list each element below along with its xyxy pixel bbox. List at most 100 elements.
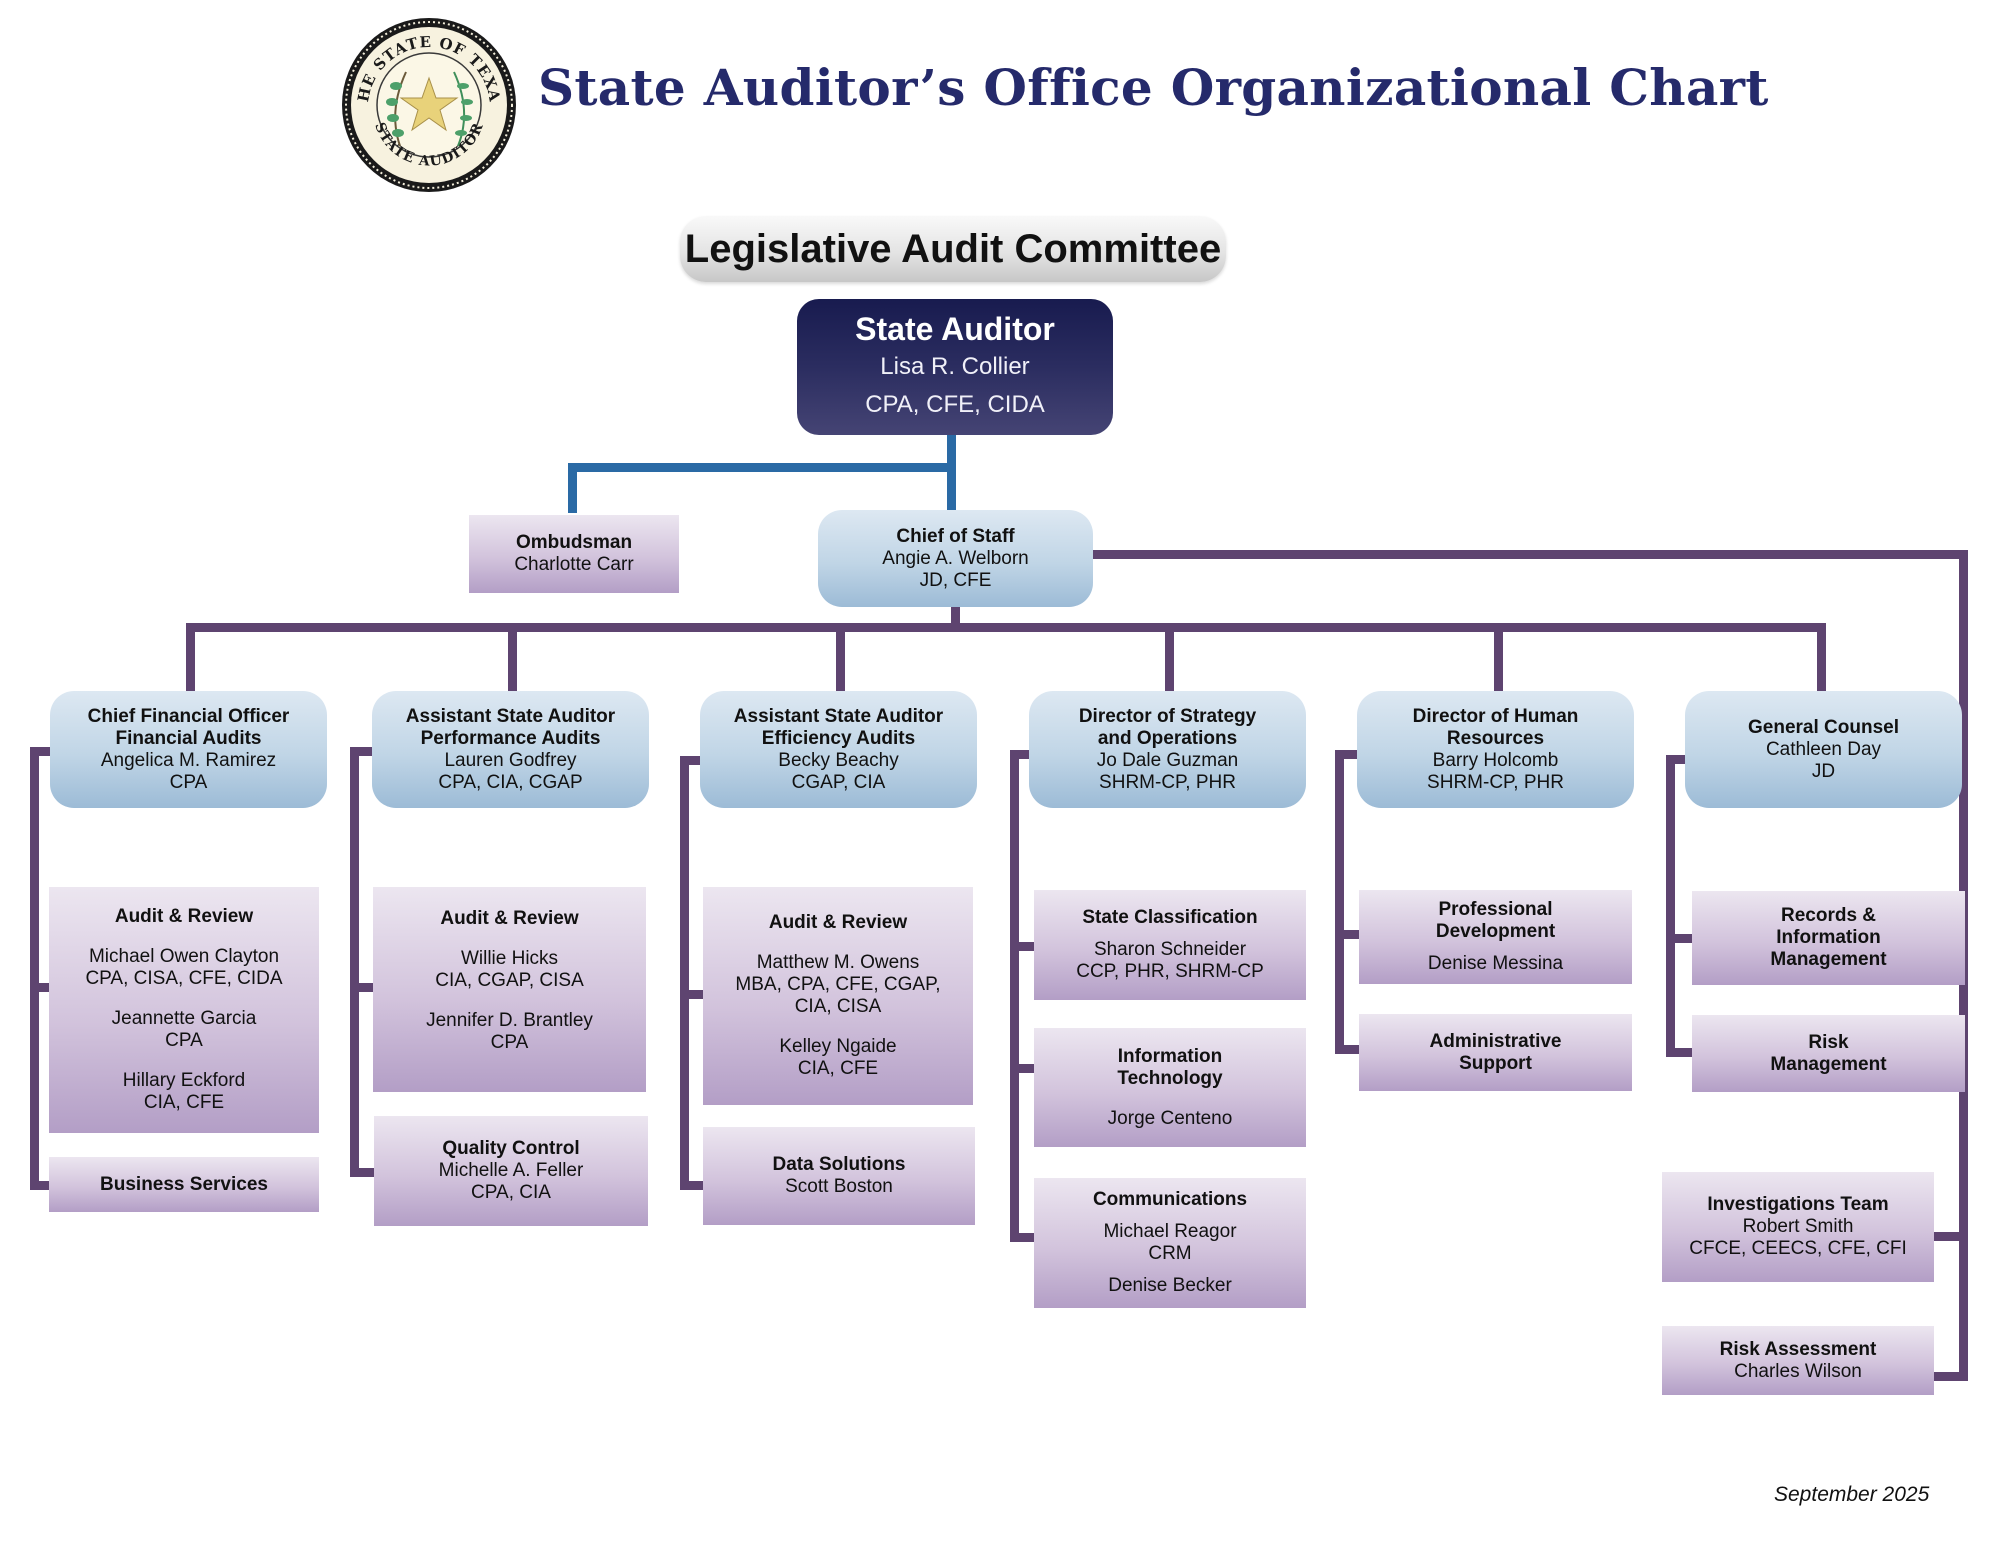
unit-investigations-team: Investigations Team Robert Smith CFCE, C…: [1662, 1172, 1934, 1282]
department-subtitle: Resources: [1446, 727, 1545, 749]
person-credentials: CIA, CGAP, CISA: [435, 969, 584, 991]
unit-professional-development: Professional Development Denise Messina: [1359, 890, 1632, 984]
ombudsman-box: Ombudsman Charlotte Carr: [469, 515, 679, 593]
department-head-credentials: CPA, CIA, CGAP: [438, 771, 583, 793]
person-credentials: MBA, CPA, CFE, CGAP,: [735, 974, 941, 995]
department-head-name: Cathleen Day: [1765, 738, 1882, 760]
person-credentials: CIA, CFE: [797, 1058, 879, 1079]
connector-auditor-to-ombudsman: [568, 463, 577, 513]
unit-title: State Classification: [1082, 907, 1258, 928]
department-head-credentials: JD: [1811, 760, 1836, 782]
department-subtitle: and Operations: [1097, 727, 1238, 749]
unit-title: Management: [1770, 1053, 1887, 1075]
unit-risk-management: Risk Management: [1692, 1015, 1965, 1092]
unit-title: Information: [1117, 1045, 1223, 1067]
bracket-1-top: [30, 747, 52, 756]
legislative-audit-committee-box: Legislative Audit Committee: [680, 216, 1226, 282]
bracket-3-tick-2: [680, 1181, 704, 1190]
bracket-4-tick-3: [1010, 1233, 1034, 1242]
unit-risk-assessment: Risk Assessment Charles Wilson: [1662, 1326, 1934, 1395]
bracket-3-tick-1: [680, 990, 704, 999]
bracket-2-tick-1: [350, 983, 374, 992]
bracket-6-top: [1666, 755, 1688, 764]
state-auditor-title: State Auditor: [855, 311, 1055, 347]
department-head-name: Angelica M. Ramirez: [100, 749, 277, 771]
unit-title: Development: [1435, 921, 1556, 942]
bracket-5-rail: [1335, 750, 1344, 1054]
state-auditor-credentials: CPA, CFE, CIDA: [865, 391, 1045, 418]
person-name: Sharon Schneider: [1093, 939, 1247, 960]
page-title: State Auditor’s Office Organizational Ch…: [538, 58, 1769, 117]
connector-department-bus: [186, 623, 1826, 632]
department-head-human-resources: Director of Human Resources Barry Holcom…: [1357, 691, 1634, 808]
unit-title: Communications: [1092, 1189, 1248, 1210]
unit-title: Support: [1459, 1052, 1532, 1074]
unit-audit-review-performance: Audit & Review Willie Hicks CIA, CGAP, C…: [373, 887, 646, 1092]
connector-drop-2: [508, 623, 517, 691]
unit-title: Information: [1776, 927, 1881, 948]
unit-data-solutions: Data Solutions Scott Boston: [703, 1127, 975, 1225]
connector-drop-3: [836, 623, 845, 691]
unit-state-classification: State Classification Sharon Schneider CC…: [1034, 890, 1306, 1000]
chief-of-staff-title: Chief of Staff: [896, 525, 1015, 547]
bracket-2-rail: [350, 747, 359, 1177]
chief-of-staff-credentials: JD, CFE: [919, 569, 992, 591]
unit-audit-review-financial: Audit & Review Michael Owen Clayton CPA,…: [49, 887, 319, 1133]
bracket-4-tick-1: [1010, 942, 1034, 951]
person-name: Denise Messina: [1427, 953, 1564, 974]
person-credentials: CIA, CISA: [794, 996, 882, 1017]
unit-title: Technology: [1117, 1067, 1223, 1089]
connector-drop-5: [1494, 623, 1503, 691]
bracket-5-tick-1: [1335, 930, 1359, 939]
department-head-cfo: Chief Financial Officer Financial Audits…: [50, 691, 327, 808]
unit-communications: Communications Michael Reagor CRM Denise…: [1034, 1178, 1306, 1308]
person-credentials: CIA, CFE: [143, 1092, 225, 1113]
bracket-1-tick-1: [30, 983, 52, 992]
department-subtitle: Efficiency Audits: [761, 727, 916, 749]
state-auditor-box: State Auditor Lisa R. Collier CPA, CFE, …: [797, 299, 1113, 435]
unit-audit-review-efficiency: Audit & Review Matthew M. Owens MBA, CPA…: [703, 887, 973, 1105]
bracket-1-rail: [30, 747, 39, 1190]
department-head-name: Lauren Godfrey: [444, 749, 577, 771]
unit-title: Professional: [1438, 899, 1553, 920]
unit-title: Business Services: [100, 1173, 268, 1195]
bracket-4-top: [1010, 750, 1032, 759]
person-credentials: CCP, PHR, SHRM-CP: [1076, 961, 1264, 982]
state-auditor-name: Lisa R. Collier: [880, 353, 1030, 380]
person-credentials: CPA, CIA: [471, 1182, 551, 1203]
department-head-credentials: CGAP, CIA: [791, 771, 886, 793]
connector-rail-risk-assessment: [1934, 1372, 1968, 1381]
unit-title: Data Solutions: [772, 1154, 906, 1175]
person-credentials: CPA: [490, 1031, 529, 1053]
department-head-general-counsel: General Counsel Cathleen Day JD: [1685, 691, 1962, 808]
person-name: Willie Hicks: [460, 947, 559, 969]
connector-staff-down: [951, 607, 960, 632]
unit-title: Audit & Review: [440, 907, 579, 929]
bracket-4-rail: [1010, 750, 1019, 1242]
bracket-3-rail: [680, 756, 689, 1190]
department-title: Chief Financial Officer: [87, 705, 290, 727]
department-title: Director of Human: [1412, 705, 1579, 727]
department-head-credentials: SHRM-CP, PHR: [1427, 771, 1564, 793]
unit-title: Risk: [1808, 1031, 1849, 1053]
unit-title: Investigations Team: [1707, 1194, 1889, 1215]
unit-quality-control: Quality Control Michelle A. Feller CPA, …: [374, 1116, 648, 1226]
person-name: Michael Owen Clayton: [88, 946, 280, 967]
person-name: Michael Reagor: [1103, 1221, 1237, 1242]
bracket-2-top: [350, 747, 372, 756]
committee-label: Legislative Audit Committee: [684, 226, 1222, 271]
person-credentials: CPA, CISA, CFE, CIDA: [85, 968, 283, 989]
unit-administrative-support: Administrative Support: [1359, 1014, 1632, 1091]
department-subtitle: Financial Audits: [115, 727, 262, 749]
bracket-6-tick-2: [1666, 1048, 1692, 1057]
department-head-credentials: CPA: [169, 771, 208, 793]
person-name: Hillary Eckford: [122, 1070, 246, 1091]
person-name: Michelle A. Feller: [438, 1160, 584, 1181]
department-title: Assistant State Auditor: [405, 705, 616, 727]
department-head-name: Barry Holcomb: [1432, 749, 1559, 771]
person-name: Matthew M. Owens: [756, 952, 920, 973]
person-name: Jennifer D. Brantley: [426, 1009, 593, 1031]
connector-staff-right: [1093, 550, 1968, 559]
